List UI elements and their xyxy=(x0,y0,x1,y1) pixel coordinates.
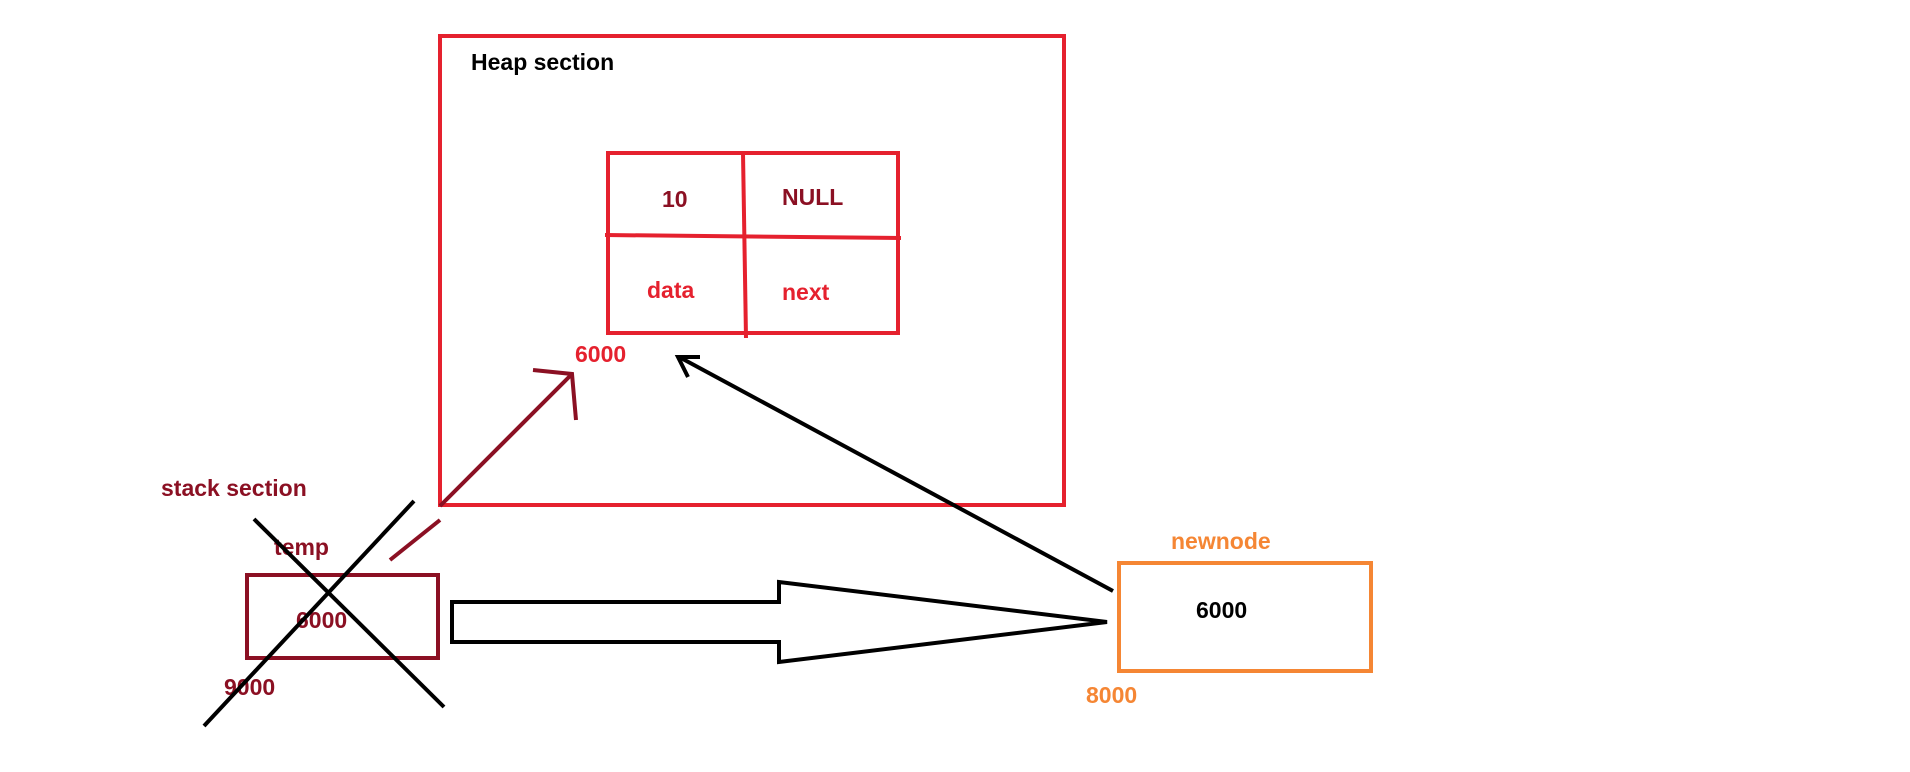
heap-node-vertical-divider xyxy=(741,152,748,339)
temp-cross-out-mark xyxy=(202,499,446,728)
heap-node-address: 6000 xyxy=(575,341,626,367)
temp-to-heap-pointer-arrow xyxy=(388,368,578,562)
stack-section-title: stack section xyxy=(161,475,307,501)
heap-section-box xyxy=(438,34,1066,507)
newnode-variable-label: newnode xyxy=(1171,528,1271,554)
heap-section: Heap section 10 NULL data next 6000 xyxy=(438,34,1066,507)
assignment-arrow xyxy=(450,579,1108,665)
newnode-to-heap-pointer-arrow xyxy=(674,355,1114,593)
heap-section-title: Heap section xyxy=(471,49,614,75)
heap-node: 10 NULL data next xyxy=(604,151,902,339)
node-data-label: data xyxy=(647,277,695,303)
newnode-variable: newnode 6000 8000 xyxy=(1086,528,1373,708)
newnode-variable-box xyxy=(1117,561,1373,673)
newnode-variable-address: 8000 xyxy=(1086,682,1137,708)
newnode-variable-value: 6000 xyxy=(1196,597,1247,623)
heap-node-horizontal-divider xyxy=(604,233,902,240)
heap-node-box xyxy=(606,151,900,335)
node-next-label: next xyxy=(782,279,830,305)
stack-section: stack section temp 6000 9000 xyxy=(161,475,446,728)
node-next-value: NULL xyxy=(782,184,843,210)
node-data-value: 10 xyxy=(662,186,688,212)
